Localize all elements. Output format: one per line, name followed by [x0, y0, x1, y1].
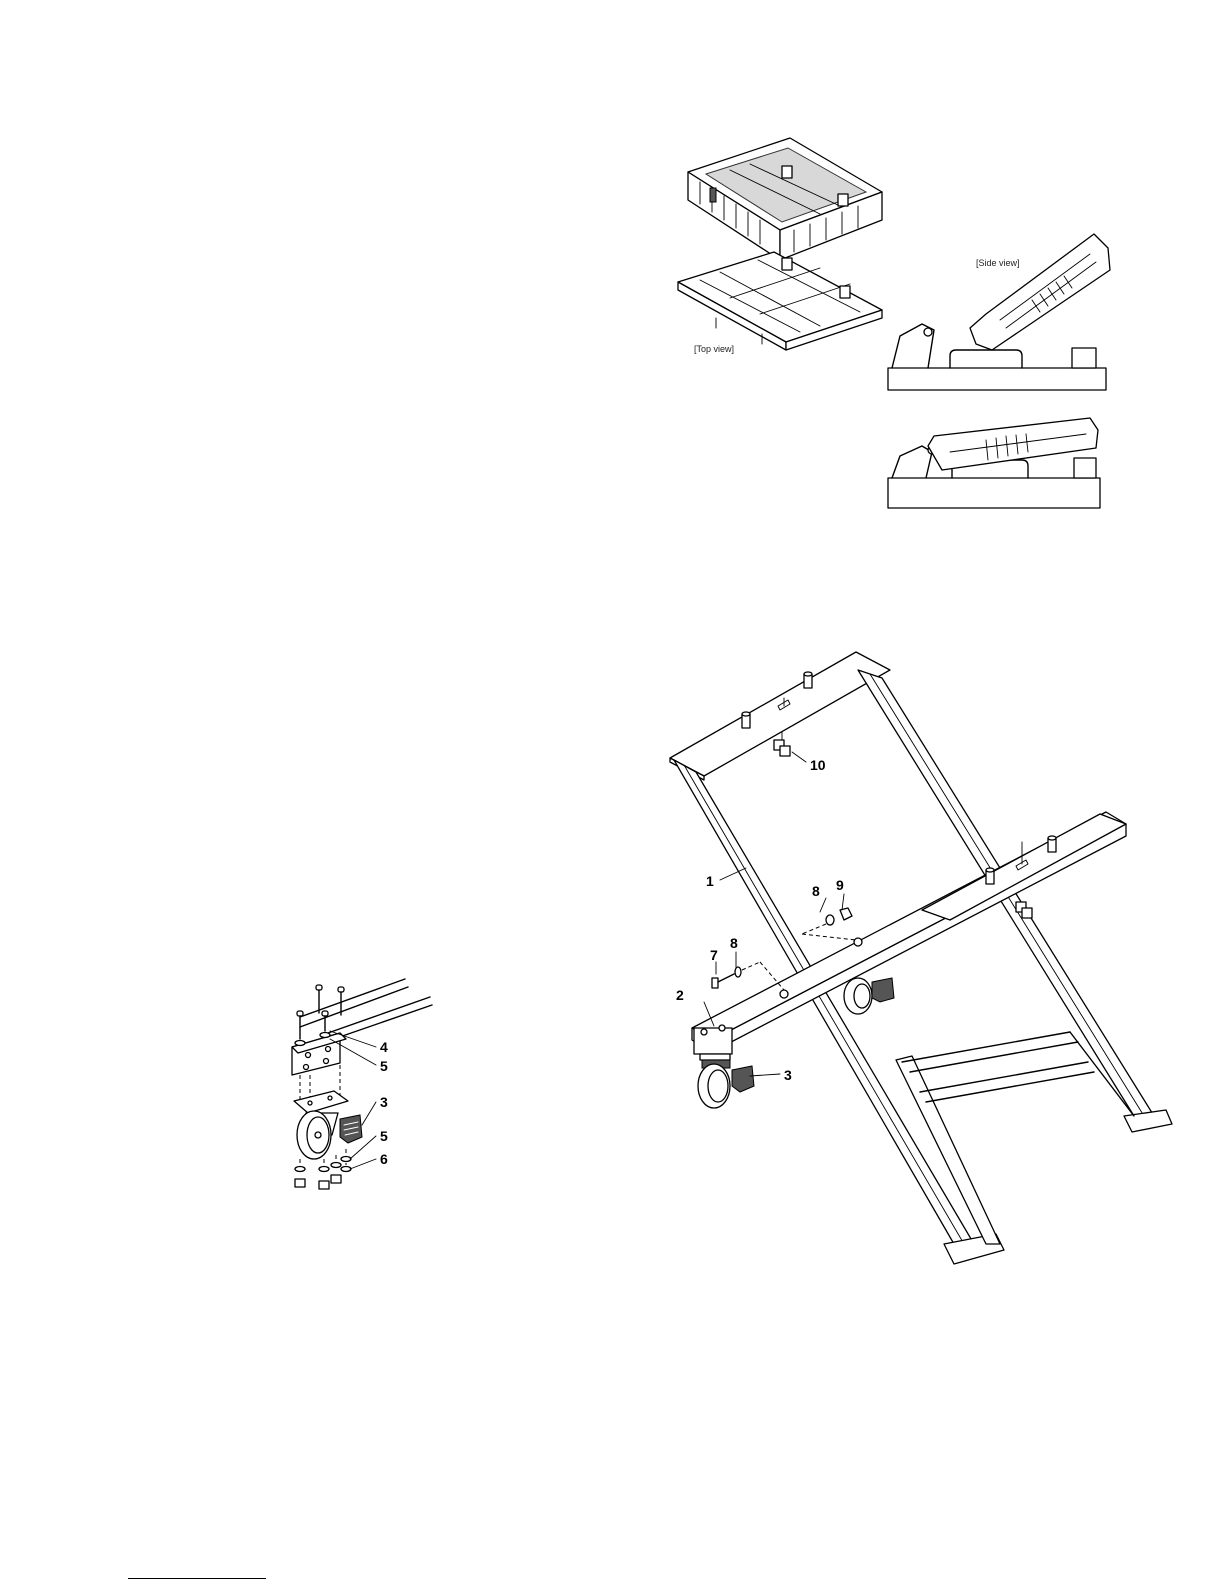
stand-callout-7: 7: [710, 947, 718, 963]
stand-assembly-figure: 10: [660, 640, 1180, 1280]
tray-side-view-raised: [Side view]: [888, 234, 1110, 390]
stand-callout-1: 1: [706, 873, 714, 889]
stand-caster-rear: [844, 978, 894, 1014]
caster-callout-4: 4: [380, 1039, 388, 1055]
stand-callout-9: 9: [836, 877, 844, 893]
tray-frame-top-view: [Top view]: [678, 252, 882, 354]
tray-assembly-figure: [Top view] [Side view]: [670, 130, 1120, 520]
caster-bolts: [297, 985, 344, 1039]
top-view-caption: [Top view]: [694, 344, 734, 354]
stand-top-platform: [670, 652, 890, 780]
caster-wheel: [297, 1111, 362, 1159]
caster-callout-3: 3: [380, 1094, 388, 1110]
tray-basket: [688, 138, 882, 260]
stand-part-10-clip: 10: [774, 732, 826, 773]
stand-callout-10: 10: [810, 757, 826, 773]
footnote-rule: [128, 1578, 266, 1579]
stand-rail: [692, 812, 1126, 1054]
stand-callout-2: 2: [676, 987, 684, 1003]
caster-assembly-figure: 4 5 3 5 6: [280, 975, 450, 1200]
caster-callout-5-lower: 5: [380, 1128, 388, 1144]
caster-callout-6: 6: [380, 1151, 388, 1167]
caster-callout-5-upper: 5: [380, 1058, 388, 1074]
stand-callout-3: 3: [784, 1067, 792, 1083]
tray-side-view-closed: [888, 418, 1100, 508]
stand-lower-legs: [896, 1032, 1134, 1244]
stand-caster-front: [698, 1054, 754, 1108]
stand-callout-8-lower: 8: [730, 935, 738, 951]
side-view-caption: [Side view]: [976, 258, 1020, 268]
stand-callout-8-upper: 8: [812, 883, 820, 899]
